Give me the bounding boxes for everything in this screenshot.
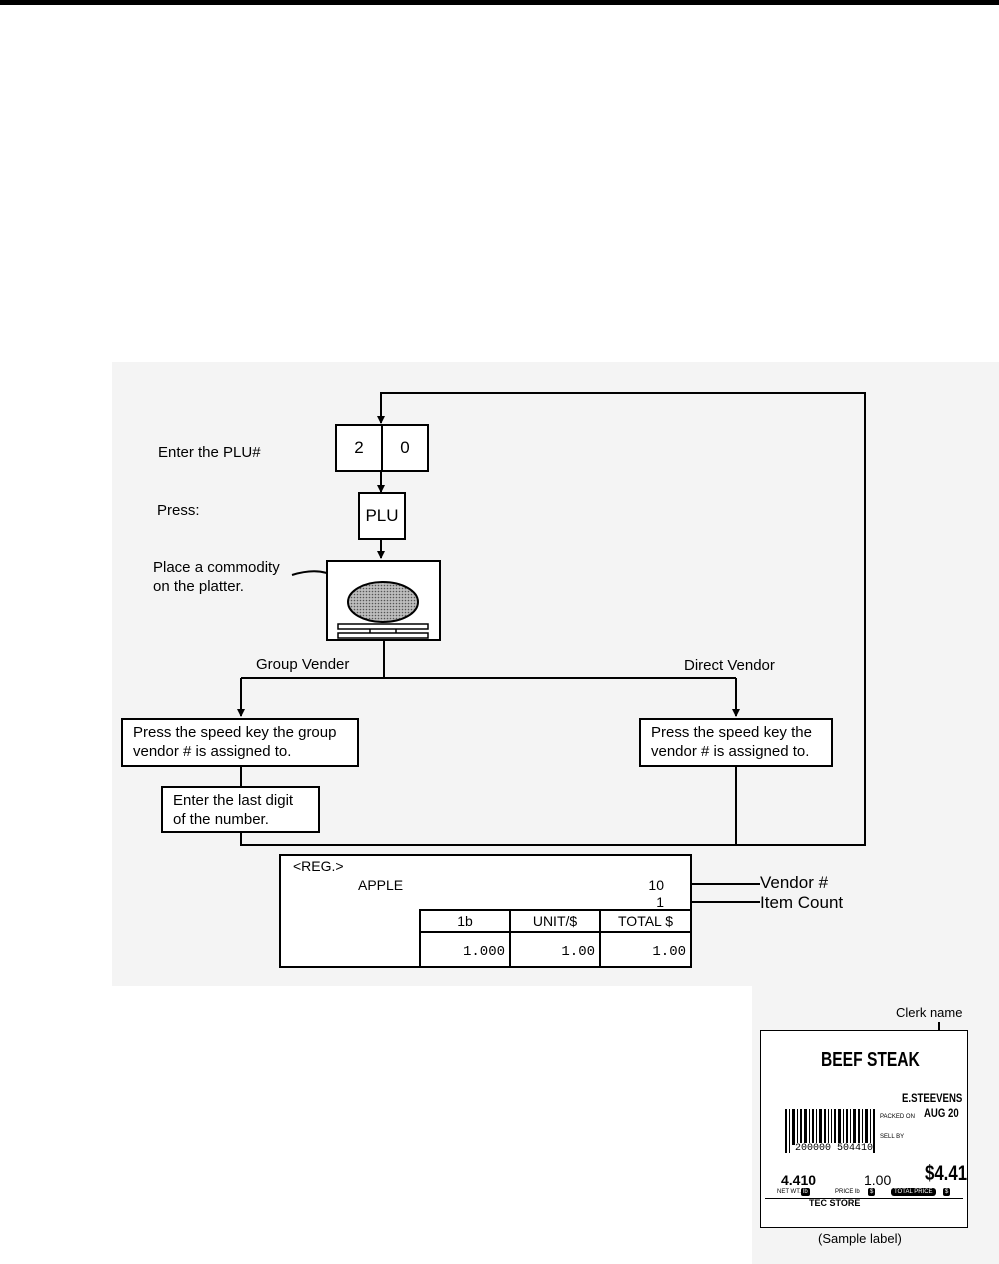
label-net-wt-caption: NET WT. <box>777 1189 801 1195</box>
sample-label-card: BEEF STEAK E.STEEVENS PACKED ON AUG 20 S… <box>760 1030 968 1228</box>
label-sell-by-caption: SELL BY <box>880 1134 905 1140</box>
label-total-price: $4.41 <box>925 1162 968 1185</box>
branch-direct-vendor-label: Direct Vendor <box>684 657 775 674</box>
step-place-commodity-line1: Place a commodity <box>153 559 280 576</box>
label-clerk-name: E.STEEVENS <box>902 1091 963 1105</box>
direct-vendor-step-line1: Press the speed key the <box>651 724 812 741</box>
plu-key[interactable]: PLU <box>358 492 406 540</box>
label-price-unit-badge: $ <box>868 1188 876 1196</box>
label-product-name: BEEF STEAK <box>821 1049 920 1071</box>
top-rule <box>0 0 999 5</box>
label-price-caption: PRICE lb <box>835 1189 860 1195</box>
unit-price-value: 1.00 <box>561 944 595 960</box>
last-digit-step-box: Enter the last digit of the number. <box>161 786 320 833</box>
label-barcode-icon <box>785 1109 875 1153</box>
label-net-weight: 4.410 <box>781 1172 817 1188</box>
step-press-label: Press: <box>157 502 200 519</box>
label-barcode-number: 200000 504410 <box>795 1143 874 1154</box>
label-unit-price: 1.00 <box>864 1172 892 1188</box>
group-vendor-step-box: Press the speed key the group vendor # i… <box>121 718 359 767</box>
column-total-price-header: TOTAL $ <box>618 913 673 929</box>
direct-vendor-step-box: Press the speed key the vendor # is assi… <box>639 718 833 767</box>
item-count-callout: Item Count <box>760 893 844 912</box>
label-packed-on-date: AUG 20 <box>924 1106 959 1120</box>
direct-vendor-step-line2: vendor # is assigned to. <box>651 743 810 760</box>
last-digit-step-line1: Enter the last digit <box>173 792 294 809</box>
loop-back-arrow <box>240 392 866 846</box>
key-0[interactable]: 0 <box>381 424 429 472</box>
display-item-count: 1 <box>656 894 664 910</box>
register-display <box>279 854 692 968</box>
label-total-price-unit-badge: $ <box>943 1188 951 1196</box>
weight-value: 1.000 <box>462 944 505 960</box>
label-packed-on-caption: PACKED ON <box>880 1114 915 1120</box>
label-net-wt-unit-badge: lb <box>801 1188 810 1196</box>
branch-group-vender-label: Group Vender <box>256 656 350 673</box>
last-digit-step-line2: of the number. <box>173 811 269 828</box>
label-store-name: TEC STORE <box>809 1198 861 1208</box>
column-weight-header: 1b <box>457 913 473 929</box>
label-total-price-caption: TOTAL PRICE <box>891 1188 936 1196</box>
key-2[interactable]: 2 <box>335 424 383 472</box>
clerk-name-callout: Clerk name <box>896 1005 963 1020</box>
sample-label-caption: (Sample label) <box>818 1231 902 1246</box>
label-divider <box>765 1198 963 1199</box>
display-vendor-number: 10 <box>648 877 664 893</box>
display-value-table: 1b UNIT/$ TOTAL $ 1.000 1.00 1.00 <box>419 909 692 968</box>
column-unit-price-header: UNIT/$ <box>532 913 578 929</box>
scale-platter-icon <box>326 560 441 641</box>
group-vendor-step-line2: vendor # is assigned to. <box>133 743 292 760</box>
group-vendor-step-line1: Press the speed key the group <box>133 724 337 741</box>
step-place-commodity-line2: on the platter. <box>153 578 244 595</box>
display-item-name: APPLE <box>358 877 404 893</box>
total-price-value: 1.00 <box>652 944 686 960</box>
display-mode: <REG.> <box>293 858 344 874</box>
vendor-number-callout: Vendor # <box>760 873 829 892</box>
step-enter-plu-label: Enter the PLU# <box>158 444 261 461</box>
